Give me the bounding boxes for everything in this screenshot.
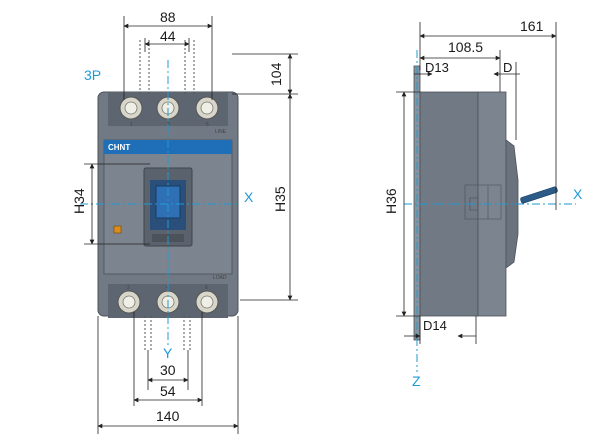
- busbar-stubs-top: [139, 40, 195, 94]
- brand-label: CHNT: [108, 143, 130, 152]
- dim-lines-front-right: [232, 53, 298, 301]
- bottom-terminals: 2 4 6: [117, 285, 219, 314]
- dim-top-width: 88: [160, 9, 176, 25]
- dim-d: D: [503, 60, 512, 75]
- axis-z-label: Z: [412, 373, 421, 389]
- terminal-number: 6: [205, 285, 208, 291]
- terminal-number: 1: [130, 122, 133, 128]
- front-view: CHNT LINE LOAD 1 3 5: [71, 9, 298, 434]
- dim-lines-front-top: [123, 16, 213, 100]
- dim-bottom-pitch: 30: [160, 362, 176, 378]
- test-button: [113, 225, 122, 234]
- dim-depth-mid: 108.5: [448, 39, 483, 55]
- load-label: LOAD: [213, 275, 227, 281]
- busbar-stubs-bottom: [144, 316, 191, 352]
- dim-lines-side-left: [396, 91, 420, 317]
- dim-lines-side-top: [414, 22, 557, 210]
- dim-d14: D14: [423, 318, 447, 333]
- axis-x-label: X: [244, 189, 254, 205]
- dim-h36: H36: [383, 188, 399, 214]
- axis-y-label: Y: [163, 345, 173, 361]
- axis-x-side-label: X: [573, 186, 583, 202]
- dim-top-height: 104: [268, 62, 284, 86]
- operating-handle: [155, 185, 181, 219]
- dim-lines-side-bottom: [404, 316, 477, 344]
- dim-top-pitch: 44: [160, 28, 176, 44]
- dim-h35: H35: [272, 186, 288, 212]
- pole-label: 3P: [84, 67, 101, 83]
- terminal-number: 5: [206, 122, 209, 128]
- line-label: LINE: [215, 129, 227, 135]
- dim-h34: H34: [71, 188, 87, 214]
- side-view: X Z 161 108.5 D13 D H36: [383, 18, 583, 389]
- terminal-number: 2: [127, 285, 130, 291]
- dim-lines-front-left: [84, 163, 150, 245]
- dim-d13: D13: [425, 60, 449, 75]
- dim-bottom-mid: 54: [160, 383, 176, 399]
- dim-overall-width: 140: [156, 408, 180, 424]
- dim-overall-depth: 161: [520, 18, 544, 34]
- side-handle: [520, 186, 558, 204]
- mounting-plate: [413, 65, 421, 341]
- dim-lines-front-bottom: [97, 312, 239, 434]
